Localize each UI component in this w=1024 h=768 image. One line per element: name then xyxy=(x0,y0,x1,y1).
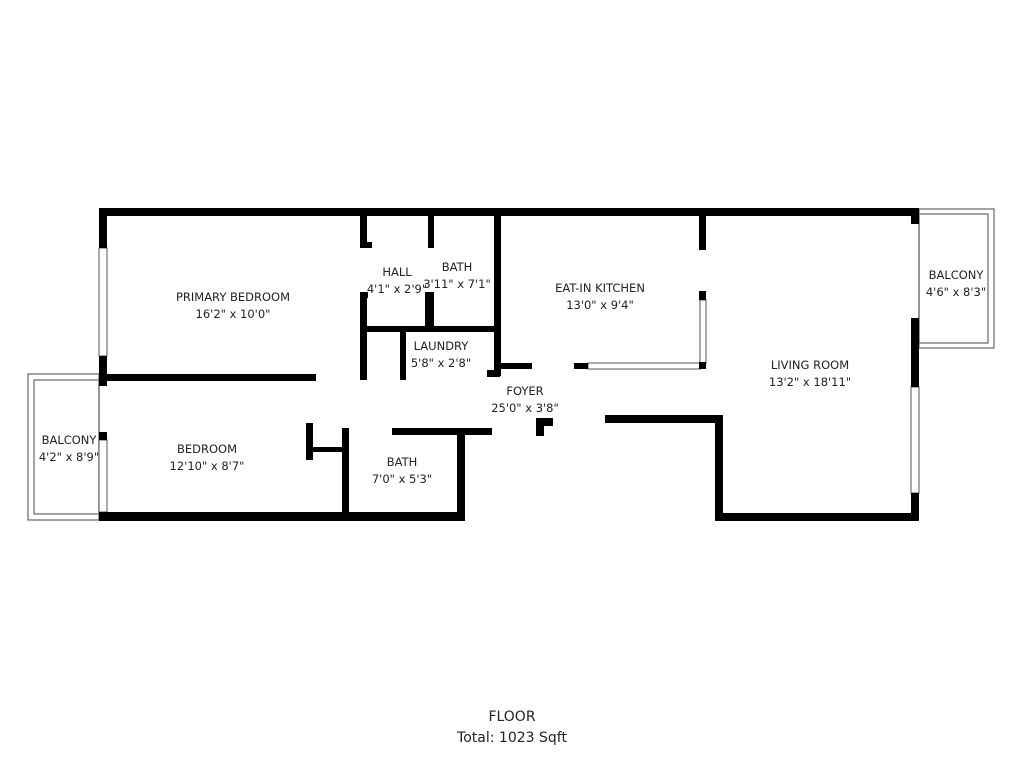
room-bath-lower: BATH 7'0" x 5'3" xyxy=(372,455,432,486)
room-hall: HALL 4'1" x 2'9" xyxy=(367,265,427,296)
room-name: BEDROOM xyxy=(177,442,237,456)
room-name: BATH xyxy=(387,455,418,469)
room-name: BATH xyxy=(442,260,473,274)
room-primary-bedroom: PRIMARY BEDROOM 16'2" x 10'0" xyxy=(176,290,290,321)
room-foyer: FOYER 25'0" x 3'8" xyxy=(491,384,559,415)
room-size: 12'10" x 8'7" xyxy=(170,459,245,473)
room-bedroom: BEDROOM 12'10" x 8'7" xyxy=(170,442,245,473)
room-name: BALCONY xyxy=(42,433,98,447)
room-size: 16'2" x 10'0" xyxy=(196,307,271,321)
room-size: 3'11" x 7'1" xyxy=(423,277,491,291)
room-size: 4'2" x 8'9" xyxy=(39,450,99,464)
room-laundry: LAUNDRY 5'8" x 2'8" xyxy=(411,339,471,370)
room-name: FOYER xyxy=(506,384,543,398)
room-size: 4'1" x 2'9" xyxy=(367,282,427,296)
room-name: LIVING ROOM xyxy=(771,358,849,372)
room-living-room: LIVING ROOM 13'2" x 18'11" xyxy=(769,358,851,389)
room-bath-upper: BATH 3'11" x 7'1" xyxy=(423,260,491,291)
floor-total: Total: 1023 Sqft xyxy=(456,730,567,746)
room-name: PRIMARY BEDROOM xyxy=(176,290,290,304)
room-name: LAUNDRY xyxy=(414,339,470,353)
floor-title: FLOOR xyxy=(488,709,535,725)
room-size: 7'0" x 5'3" xyxy=(372,472,432,486)
room-name: EAT-IN KITCHEN xyxy=(555,281,645,295)
room-balcony-left: BALCONY 4'2" x 8'9" xyxy=(39,433,99,464)
room-name: BALCONY xyxy=(929,268,985,282)
walls xyxy=(99,208,919,521)
room-balcony-right: BALCONY 4'6" x 8'3" xyxy=(926,268,986,299)
room-size: 4'6" x 8'3" xyxy=(926,285,986,299)
room-size: 13'0" x 9'4" xyxy=(566,298,634,312)
room-kitchen: EAT-IN KITCHEN 13'0" x 9'4" xyxy=(555,281,645,312)
room-name: HALL xyxy=(382,265,412,279)
room-size: 5'8" x 2'8" xyxy=(411,356,471,370)
room-size: 25'0" x 3'8" xyxy=(491,401,559,415)
room-size: 13'2" x 18'11" xyxy=(769,375,851,389)
